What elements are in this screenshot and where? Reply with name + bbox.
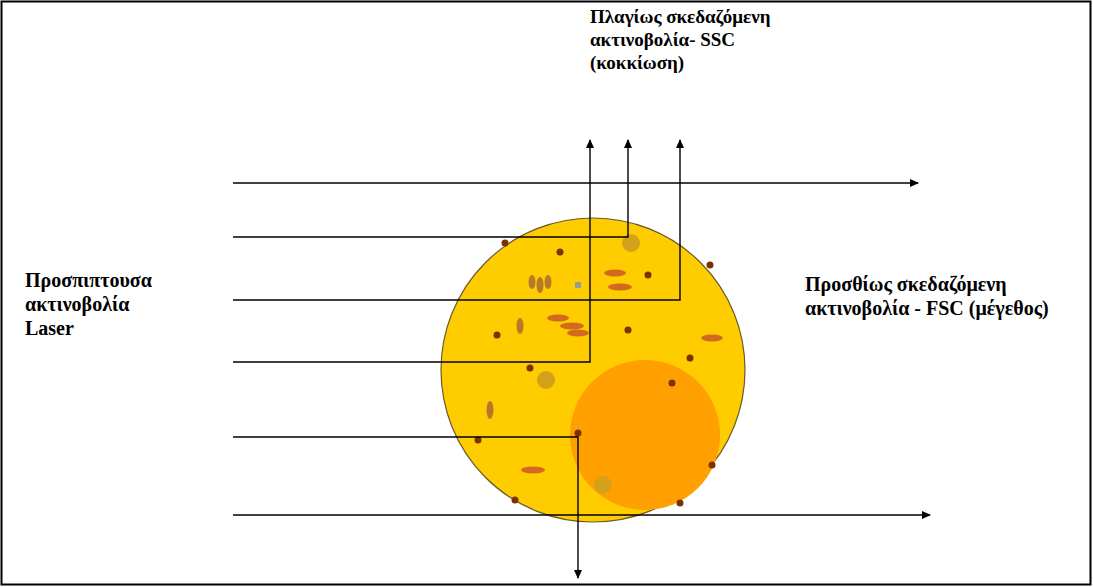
laser-rays [233,140,930,578]
side-scatter-label: Πλαγίως σκεδαζόμενη ακτινοβολία- SSC (κο… [590,6,808,74]
forward-scatter-label: Προσθίως σκεδαζόμενη ακτινοβολία - FSC (… [805,272,1053,320]
incident-laser-label: Προσπιπτουσα ακτινοβολία Laser [25,268,175,340]
nucleus [570,360,720,510]
organelles [475,234,724,507]
cell-body [441,218,745,522]
